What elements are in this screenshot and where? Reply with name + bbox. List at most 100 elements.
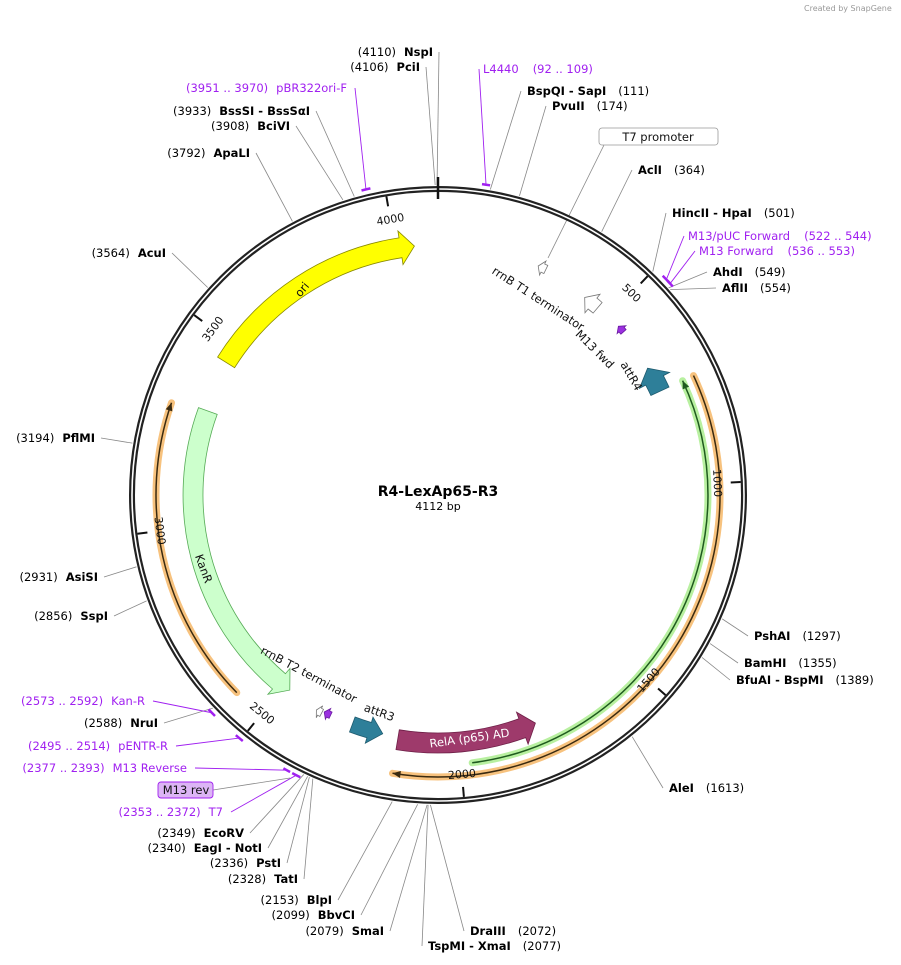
site-label: BspQI - SapI(111) (527, 84, 649, 98)
site-label: (2588)NruI (84, 716, 158, 730)
site-name: SspI (80, 609, 108, 623)
site-leader-line (360, 804, 419, 916)
site-name: BlpI (307, 893, 332, 907)
site-name: PvuII (552, 99, 585, 113)
site-label: (2336)PstI (210, 856, 281, 870)
primer-label: (2353 .. 2372)T7 (119, 805, 223, 819)
primer-label: (2495 .. 2514)pENTR-R (28, 739, 168, 753)
primer-label: (2573 .. 2592)Kan-R (21, 694, 145, 708)
site-leader-line (709, 643, 739, 664)
site-position: (1355) (798, 656, 836, 670)
feature-label: attR4 (618, 359, 646, 393)
site-position: (2077) (523, 939, 561, 953)
site-position: (4110) (358, 45, 396, 59)
site-label: DraIII(2072) (470, 924, 556, 938)
tick-label: 2500 (247, 700, 277, 728)
primer-leader-line (175, 737, 240, 747)
plasmid-name: R4-LexAp65-R3 (378, 484, 498, 500)
site-name: TspMI - XmaI (428, 939, 511, 953)
site-leader-line (255, 152, 293, 222)
site-leader-line (171, 252, 208, 288)
feature-label: rrnB T1 terminator (489, 264, 587, 334)
site-leader-line (436, 51, 440, 186)
primer-name: M13 Forward (699, 244, 773, 258)
site-label: (2856)SspI (34, 609, 108, 623)
site-leader-line (631, 736, 664, 789)
site-position: (2328) (228, 872, 266, 886)
tick-mark (462, 786, 465, 797)
site-position: (549) (755, 265, 786, 279)
site-leader-line (425, 66, 436, 186)
site-label: (3194)PflMI (16, 431, 95, 445)
primer-binding-mark (207, 708, 216, 717)
primer-label: M13/pUC Forward (522 .. 544) (688, 229, 872, 243)
primer-label: (2377 .. 2393)M13 Reverse (22, 761, 187, 775)
orf-line (155, 402, 238, 694)
primer-leader-line (194, 767, 287, 771)
tick-label: 3000 (152, 516, 168, 545)
primer-name: M13/pUC Forward (688, 229, 790, 243)
orf-line (472, 380, 709, 764)
orf-arrowhead (392, 771, 401, 778)
site-label: (3792)ApaLI (167, 146, 250, 160)
site-label: (2340)EagI - NotI (148, 841, 262, 855)
feature-arrow-t7-promoter (323, 707, 333, 721)
orf-band (389, 372, 724, 781)
site-name: AsiSI (66, 570, 98, 584)
primer-range: (2377 .. 2393) (22, 761, 104, 775)
site-name: HincII - HpaI (672, 206, 752, 220)
tick-mark (137, 531, 148, 535)
site-label: (2349)EcoRV (157, 826, 244, 840)
site-position: (3194) (16, 431, 54, 445)
site-label: (4110)NspI (358, 45, 433, 59)
tick-mark (385, 196, 390, 207)
site-position: (4106) (350, 60, 388, 74)
primer-label: L4440(92 .. 109) (483, 62, 593, 76)
site-label: BamHI(1355) (744, 656, 837, 670)
tick-label: 2000 (447, 767, 476, 782)
site-leader-line (389, 804, 428, 932)
site-name: TatI (274, 872, 298, 886)
feature-leader-line (212, 777, 291, 791)
site-position: (364) (674, 163, 705, 177)
primer-range: (522 .. 544) (804, 229, 872, 243)
primer-name: pENTR-R (118, 739, 168, 753)
site-position: (501) (764, 206, 795, 220)
site-label: (2153) BlpI (261, 893, 332, 907)
primer-leader-line (669, 250, 696, 284)
site-name: AhdI (713, 265, 743, 279)
site-leader-line (430, 804, 465, 932)
tick-mark (639, 275, 649, 285)
feature-label: M13 rev (163, 783, 210, 797)
plasmid-length: 4112 bp (415, 500, 460, 513)
site-position: (2153) (261, 893, 299, 907)
site-leader-line (113, 600, 147, 617)
primer-range: (536 .. 553) (787, 244, 855, 258)
site-label: AclI(364) (638, 163, 705, 177)
site-leader-line (315, 110, 355, 197)
site-name: DraIII (470, 924, 506, 938)
feature-arrow-attr4 (638, 367, 671, 397)
site-leader-line (519, 105, 547, 197)
site-leader-line (721, 618, 749, 637)
site-name: EagI - NotI (194, 841, 262, 855)
tick-mark (657, 687, 667, 696)
orf-arrowhead (165, 402, 173, 412)
site-leader-line (652, 212, 667, 272)
primer-name: L4440 (483, 62, 519, 76)
site-leader-line (100, 437, 133, 444)
tick-label: 4000 (375, 211, 405, 229)
primer-binding-mark (481, 182, 491, 187)
site-position: (1297) (802, 629, 840, 643)
site-name: BciVI (257, 119, 290, 133)
site-name: PstI (256, 856, 281, 870)
feature-label: T7 promoter (621, 130, 694, 144)
site-leader-line (103, 566, 137, 578)
primer-label: (3951 .. 3970)pBR322ori-F (186, 81, 347, 95)
site-label: (2079)SmaI (305, 924, 384, 938)
site-label: AleI(1613) (669, 781, 744, 795)
site-label: AhdI (549) (713, 265, 786, 279)
site-leader-line (668, 271, 708, 289)
site-leader-line (421, 804, 429, 947)
